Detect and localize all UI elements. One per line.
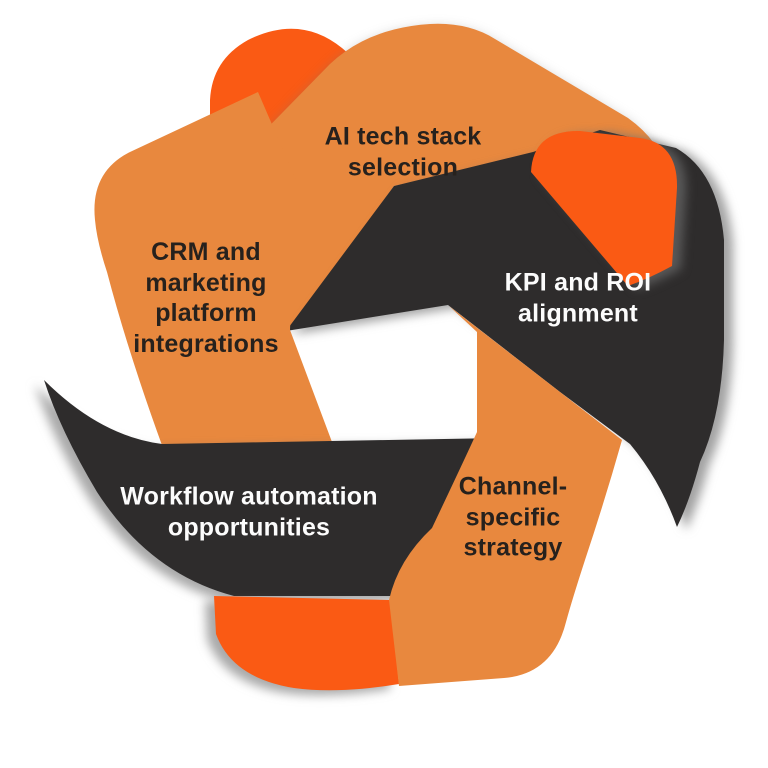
ribbon-segment-left [94, 92, 352, 550]
segment-label-crm-integrations: CRM and marketing platform integrations [133, 238, 279, 358]
ribbon-segment-bottom-dark [44, 380, 500, 596]
segment-label-channel-strategy: Channel- specific strategy [458, 472, 568, 562]
segment-label-kpi-roi: KPI and ROI alignment [504, 268, 652, 328]
ribbon-fold-top-right [531, 130, 678, 286]
segment-label-ai-tech-stack: AI tech stack selection [324, 122, 482, 182]
segment-label-workflow-automation: Workflow automation opportunities [120, 482, 378, 542]
ribbon-segment-bottom-right [389, 306, 622, 686]
ribbon-fold-bottom [214, 596, 399, 691]
